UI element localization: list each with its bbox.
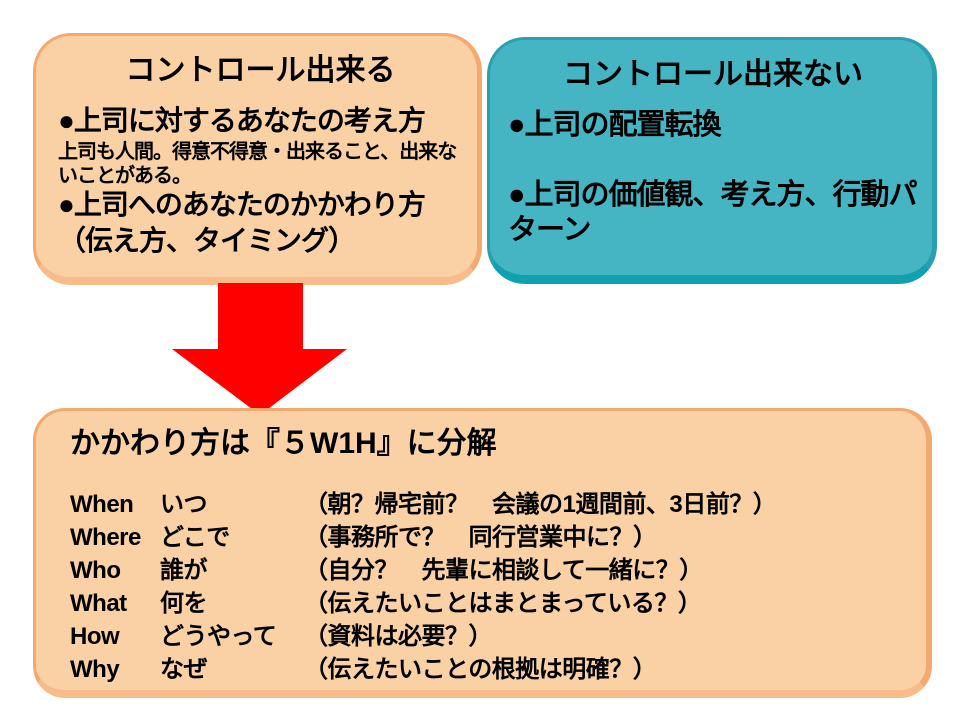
row-word: What: [70, 590, 127, 617]
breakdown-row-who: Who 誰が （自分？ 先輩に相談して一緒に？）: [70, 554, 900, 587]
row-reading: どうやって: [160, 623, 277, 650]
row-reading: どこで: [160, 524, 230, 551]
controllable-box: コントロール出来る ●上司に対するあなたの考え方 上司も人間。得意不得意・出来る…: [33, 33, 482, 285]
row-detail: （朝？帰宅前？ 会議の1週間前、3日前？）: [304, 491, 777, 518]
controllable-bullet-2: ●上司へのあなたのかかわり方: [58, 189, 426, 220]
breakdown-row-when: When いつ （朝？帰宅前？ 会議の1週間前、3日前？）: [70, 488, 900, 521]
down-arrow-icon: [172, 283, 347, 415]
controllable-bullet-2-sub: （伝え方、タイミング）: [58, 225, 356, 256]
breakdown-row-where: Where どこで （事務所で？ 同行営業中に？）: [70, 521, 900, 554]
breakdown-box: かかわり方は『５W1H』に分解 When いつ （朝？帰宅前？ 会議の1週間前、…: [33, 408, 932, 698]
row-word: When: [70, 491, 134, 518]
uncontrollable-bullet-2: ●上司の価値観、考え方、行動パターン: [508, 179, 918, 246]
breakdown-rows: When いつ （朝？帰宅前？ 会議の1週間前、3日前？） Where どこで …: [70, 488, 900, 686]
breakdown-row-why: Why なぜ （伝えたいことの根拠は明確？）: [70, 653, 900, 686]
row-word: Why: [70, 656, 120, 683]
controllable-note: 上司も人間。得意不得意・出来ること、出来ないことがある。: [58, 141, 457, 187]
uncontrollable-box: コントロール出来ない ●上司の配置転換 ●上司の価値観、考え方、行動パターン: [487, 37, 937, 284]
row-reading: いつ: [160, 491, 208, 518]
breakdown-row-how: How どうやって （資料は必要？）: [70, 620, 900, 653]
uncontrollable-bullet-1: ●上司の配置転換: [508, 109, 722, 141]
row-detail: （伝えたいことはまとまっている？）: [304, 590, 702, 617]
row-detail: （自分？ 先輩に相談して一緒に？）: [304, 557, 703, 584]
row-word: Where: [70, 524, 141, 551]
controllable-bullet-1: ●上司に対するあなたの考え方: [58, 105, 426, 136]
breakdown-row-what: What 何を （伝えたいことはまとまっている？）: [70, 587, 900, 620]
row-word: Who: [70, 557, 121, 584]
row-reading: 何を: [160, 590, 208, 617]
row-detail: （資料は必要？）: [304, 623, 493, 650]
row-detail: （事務所で？ 同行営業中に？）: [304, 524, 657, 551]
controllable-box-title: コントロール出来る: [125, 54, 396, 87]
row-reading: 誰が: [160, 557, 208, 584]
breakdown-box-title: かかわり方は『５W1H』に分解: [70, 427, 497, 460]
row-detail: （伝えたいことの根拠は明確？）: [304, 656, 657, 683]
uncontrollable-box-title: コントロール出来ない: [563, 58, 863, 91]
row-word: How: [70, 623, 120, 650]
row-reading: なぜ: [160, 656, 208, 683]
down-arrow-shape: [172, 283, 347, 415]
